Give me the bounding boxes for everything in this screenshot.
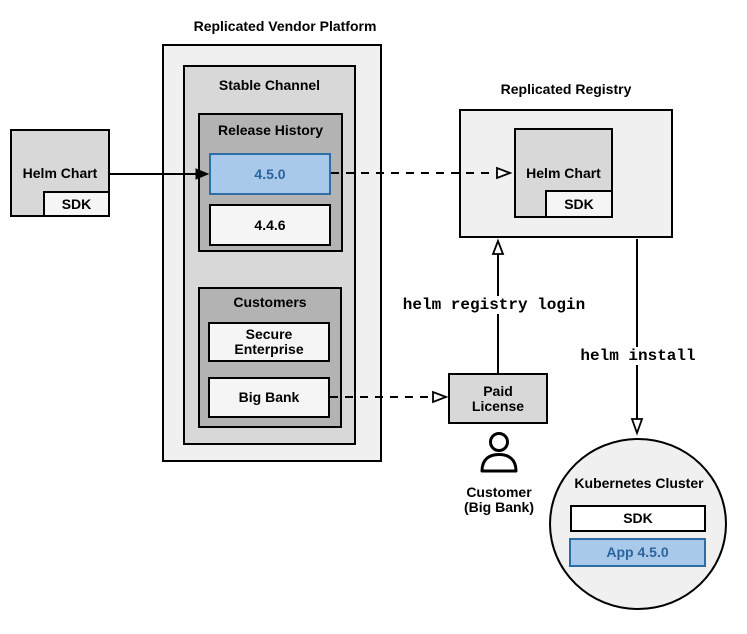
paid-license-box: Paid License	[448, 373, 548, 424]
stable-channel-title: Stable Channel	[218, 77, 321, 93]
release-previous-box: 4.4.6	[209, 204, 331, 246]
command-helm-install: helm install	[558, 347, 718, 365]
cluster-app-box: App 4.5.0	[569, 538, 706, 567]
kubernetes-cluster-title: Kubernetes Cluster	[574, 475, 704, 491]
source-sdk-box: SDK	[43, 191, 110, 217]
person-icon	[480, 432, 518, 473]
release-current-box: 4.5.0	[209, 153, 331, 195]
cluster-sdk-box: SDK	[570, 505, 706, 532]
customer-big-bank-box: Big Bank	[208, 377, 330, 418]
release-history-title: Release History	[217, 122, 324, 138]
command-registry-login: helm registry login	[394, 296, 594, 314]
arrow-registry-to-cluster	[630, 239, 644, 436]
customers-title: Customers	[233, 294, 307, 310]
registry-sdk-box: SDK	[545, 190, 613, 218]
customer-secure-enterprise-box: Secure Enterprise	[208, 322, 330, 362]
vendor-platform-title: Replicated Vendor Platform	[193, 18, 377, 34]
customer-label: Customer (Big Bank)	[464, 484, 534, 515]
registry-title: Replicated Registry	[500, 81, 632, 97]
